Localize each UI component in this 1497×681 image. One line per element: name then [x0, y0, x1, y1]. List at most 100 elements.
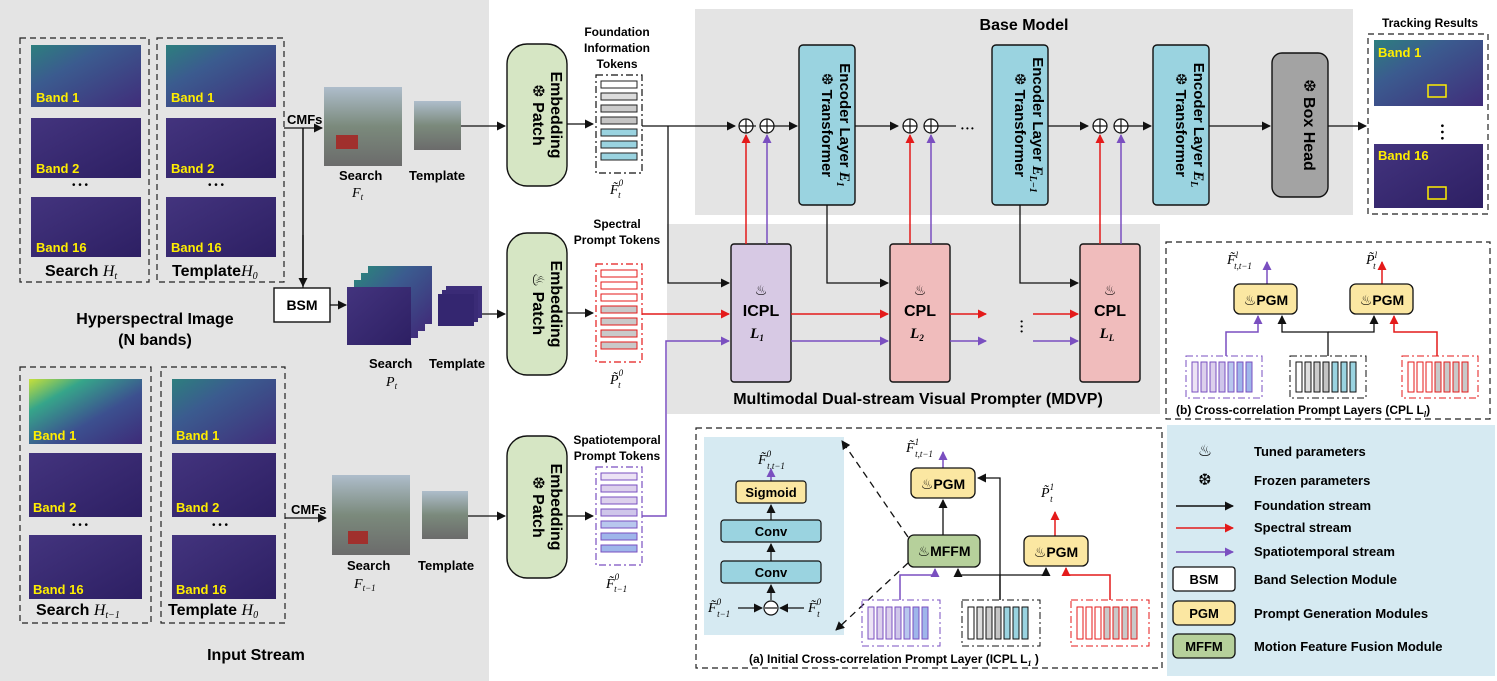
svg-text:CPL: CPL	[1094, 303, 1126, 320]
search-label: Search	[347, 558, 390, 573]
snowflake-icon: ❆	[1172, 73, 1189, 90]
ellipsis: • • •	[208, 180, 225, 191]
band-image	[29, 379, 142, 444]
tracking-title: Tracking Results	[1382, 16, 1478, 30]
panel-a-token-black	[961, 599, 1041, 647]
snowflake-icon: ❆	[818, 73, 835, 90]
search-rgb-image	[332, 475, 410, 555]
band-label: Band 16	[33, 582, 84, 597]
band-image	[172, 535, 276, 599]
svg-text:♨PGM: ♨PGM	[1244, 292, 1288, 308]
flame-icon: ♨	[755, 282, 768, 298]
ellipsis: • • •	[72, 180, 89, 191]
legend-spectral: Spectral stream	[1254, 520, 1352, 535]
conv-label: Conv	[755, 565, 788, 580]
mffm-box: ♨MFFM	[907, 534, 981, 568]
band-image	[166, 197, 276, 257]
svg-text:♨PGM: ♨PGM	[1034, 544, 1078, 560]
spatiotemporal-token-stack	[595, 466, 643, 566]
snowflake-icon: ❆	[1300, 79, 1317, 97]
band-label: Band 16	[171, 240, 222, 255]
flame-icon: ♨	[918, 543, 931, 559]
panel-b-token-purple	[1185, 355, 1263, 399]
bsm-label: BSM	[286, 297, 317, 313]
band-label: Band 16	[176, 582, 227, 597]
panel-a-frame	[695, 427, 1163, 669]
panel-b-frame	[1165, 241, 1491, 420]
legend-pgm-key	[1172, 600, 1236, 626]
flame-icon: ♨	[1198, 443, 1212, 460]
hsi-subtitle: (N bands)	[118, 332, 192, 349]
template-rgb-image	[414, 101, 461, 150]
legend-bsm-desc: Band Selection Module	[1254, 572, 1397, 587]
band-image	[29, 535, 142, 599]
search-group-label: Search Ht	[45, 263, 117, 282]
ellipsis: • • •	[212, 520, 229, 531]
legend-spatiotemporal: Spatiotemporal stream	[1254, 544, 1395, 559]
spectral-tokens-label: Spectral	[593, 217, 640, 231]
svg-text:LL: LL	[1099, 326, 1115, 343]
band-label: Band 16	[1378, 148, 1429, 163]
panel-b-token-red	[1401, 355, 1479, 399]
svg-text:Embedding: Embedding	[547, 463, 564, 550]
band-label: Band 1	[171, 90, 214, 105]
band-image	[172, 453, 276, 517]
svg-text:♨ Patch: ♨ Patch	[529, 273, 546, 335]
ellipsis: • • •	[72, 520, 89, 531]
legend-mffm-key	[1172, 633, 1236, 659]
ellipsis: • • •	[961, 124, 974, 133]
svg-text:Encoder Layer EL: Encoder Layer EL	[1188, 63, 1207, 188]
snowflake-icon: ❆	[1011, 73, 1028, 90]
encoder-layer-l-minus-1: ❆ Transformer Encoder Layer EL−1	[991, 44, 1049, 206]
box-head: ❆ Box Head	[1271, 52, 1329, 198]
svg-text:❆ Patch: ❆ Patch	[529, 476, 546, 537]
svg-text:L2: L2	[909, 326, 924, 343]
template-band-group-top	[156, 37, 285, 283]
band-image	[29, 453, 142, 517]
legend-bsm-key	[1172, 566, 1236, 592]
band-label: Band 1	[1378, 45, 1421, 60]
template-band-group-bottom	[160, 366, 286, 624]
band-image	[172, 379, 276, 444]
encoder-layer-l: ❆ Transformer Encoder Layer EL	[1152, 44, 1210, 206]
cmfs-label: CMFs	[287, 112, 322, 127]
svg-text:L1: L1	[749, 326, 764, 343]
sigmoid-box	[735, 480, 807, 504]
template-group-label: Template H0	[168, 602, 258, 621]
cpl-block-l: ♨ CPL LL	[1079, 243, 1141, 383]
band-label: Band 1	[33, 428, 76, 443]
spectral-tokens-label: Prompt Tokens	[574, 233, 661, 247]
patch-embedding-spatiotemporal: ❆ Patch Embedding	[506, 435, 568, 579]
svg-text:❆ Patch: ❆ Patch	[529, 84, 546, 145]
band-image	[166, 45, 276, 107]
flame-icon: ♨	[1034, 544, 1047, 560]
spatiotemporal-tokens-label: Spatiotemporal	[573, 433, 660, 447]
search-label: Search	[369, 356, 412, 371]
template-rgb-image	[422, 491, 468, 539]
tracking-results-group	[1367, 33, 1489, 215]
template-label: Template	[409, 168, 465, 183]
search-symbol: Ft	[351, 186, 364, 202]
base-model-title: Base Model	[980, 17, 1069, 34]
pgm-box: ♨PGM	[1349, 283, 1414, 315]
flame-icon: ♨	[1360, 292, 1373, 308]
band-label: Band 2	[36, 161, 79, 176]
patch-embedding-spectral: ♨ Patch Embedding	[506, 232, 568, 376]
snowflake-icon: ❆	[1198, 472, 1211, 489]
foundation-tokens-label: Information	[584, 41, 650, 55]
sigmoid-label: Sigmoid	[745, 485, 796, 500]
search-band-group-top	[19, 37, 150, 283]
spectral-token-stack	[595, 263, 643, 363]
patch-embedding-foundation: ❆ Patch Embedding	[506, 43, 568, 187]
legend-frozen: Frozen parameters	[1254, 473, 1370, 488]
snowflake-icon: ❆	[529, 476, 546, 494]
legend-mffm-desc: Motion Feature Fusion Module	[1254, 639, 1443, 654]
panel-a-token-red	[1070, 599, 1150, 647]
